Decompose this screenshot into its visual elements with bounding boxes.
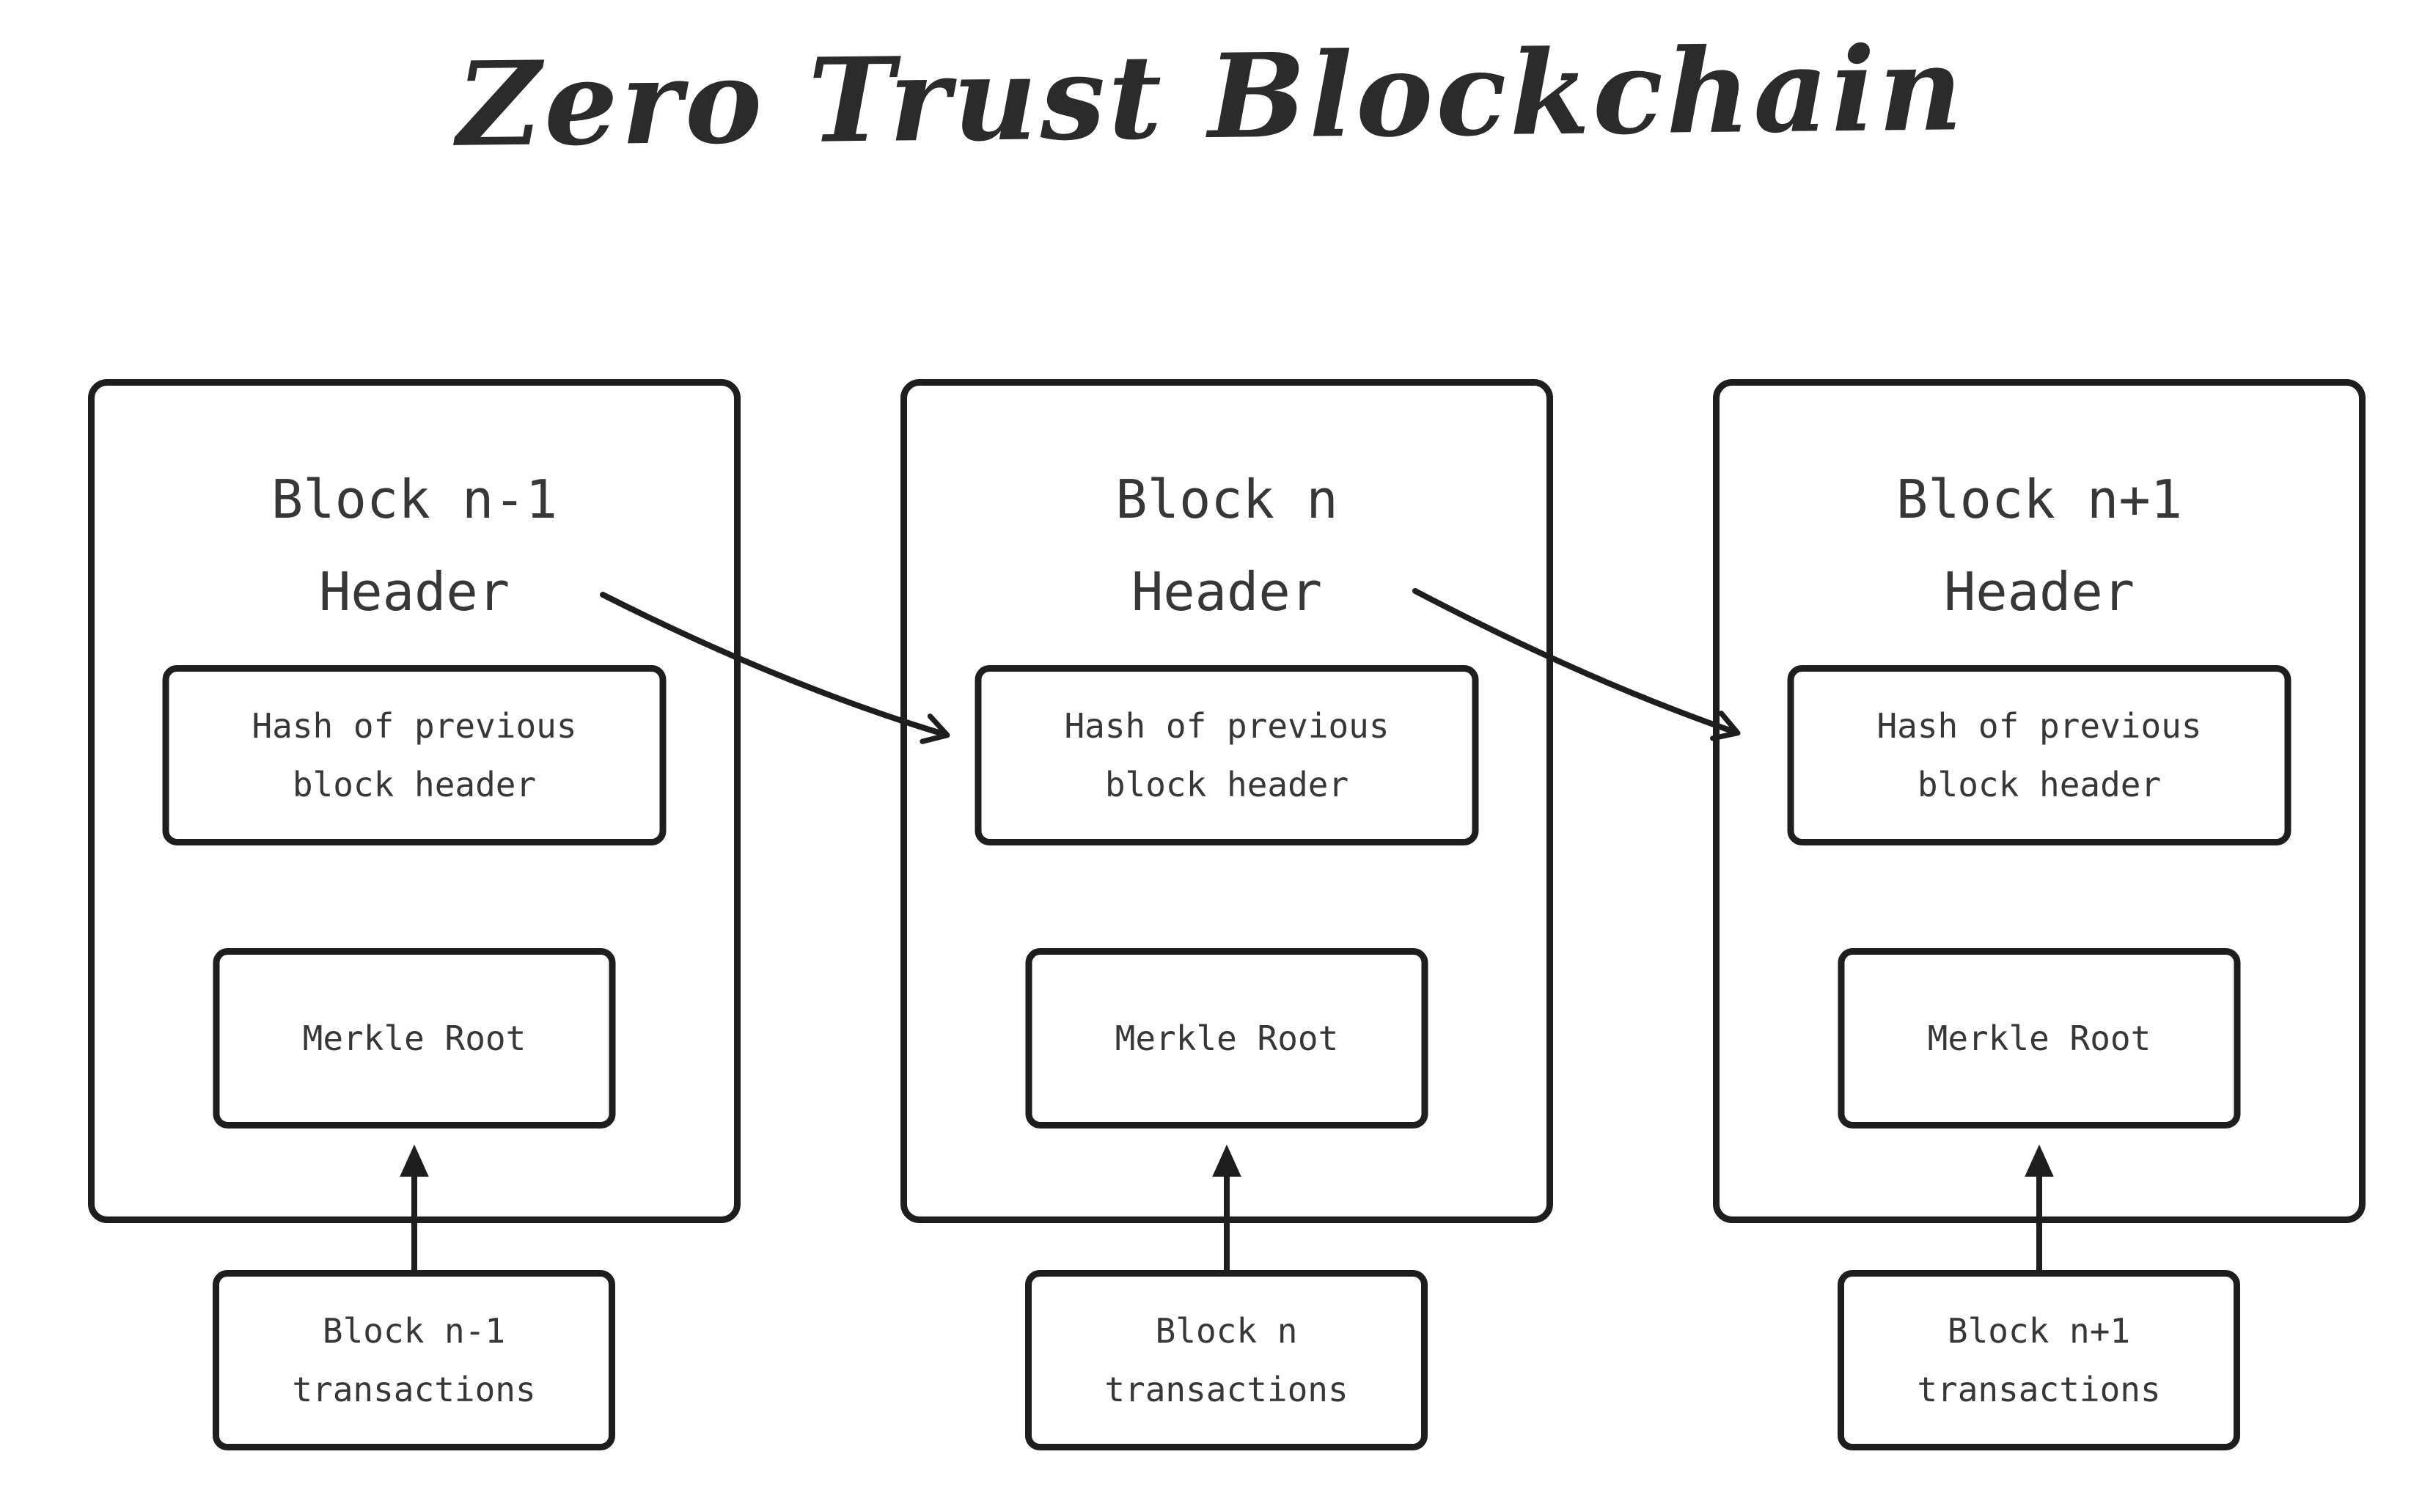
merkle-root-box: Merkle Root [1025,948,1428,1129]
hash-label-line2: block header [1104,765,1349,804]
transactions-box-n: Block n transactions [1025,1270,1428,1450]
tx-label-line2: transactions [1104,1370,1348,1409]
merkle-root-label: Merkle Root [302,1019,526,1058]
block-header-line2: Header [1943,561,2135,623]
transactions-box-n-plus-1: Block n+1 transactions [1838,1270,2240,1450]
merkle-root-box: Merkle Root [213,948,616,1129]
merkle-root-label: Merkle Root [1927,1019,2151,1058]
hash-of-previous-box: Hash of previous block header [975,665,1479,845]
block-header-title: Block n+1 Header [1720,453,2359,638]
transactions-box-n-minus-1: Block n-1 transactions [213,1270,615,1450]
block-n: Block n Header Hash of previous block he… [900,379,1553,1223]
hash-label-line1: Hash of previous [1064,706,1390,746]
block-header-line1: Block n+1 [1896,469,2183,530]
block-header-title: Block n Header [907,453,1546,638]
block-n-minus-1: Block n-1 Header Hash of previous block … [88,379,741,1223]
diagram-title: Zero Trust Blockchain [455,21,1967,173]
hash-label-line2: block header [1917,765,2162,804]
block-header-line1: Block n-1 [271,469,558,530]
tx-label-line2: transactions [292,1370,536,1409]
hash-of-previous-box: Hash of previous block header [162,665,667,845]
merkle-root-box: Merkle Root [1838,948,2241,1129]
block-header-title: Block n-1 Header [95,453,734,638]
hash-of-previous-box: Hash of previous block header [1787,665,2291,845]
tx-label-line1: Block n+1 [1947,1311,2131,1351]
tx-label-line2: transactions [1917,1370,2161,1409]
hash-label-line2: block header [292,765,537,804]
block-header-line2: Header [318,561,510,623]
hash-label-line1: Hash of previous [1876,706,2202,746]
tx-label-line1: Block n-1 [322,1311,506,1351]
tx-label-line1: Block n [1155,1311,1298,1351]
merkle-root-label: Merkle Root [1115,1019,1339,1058]
block-header-line2: Header [1131,561,1323,623]
block-n-plus-1: Block n+1 Header Hash of previous block … [1713,379,2366,1223]
block-header-line1: Block n [1115,469,1338,530]
hash-label-line1: Hash of previous [252,706,577,746]
